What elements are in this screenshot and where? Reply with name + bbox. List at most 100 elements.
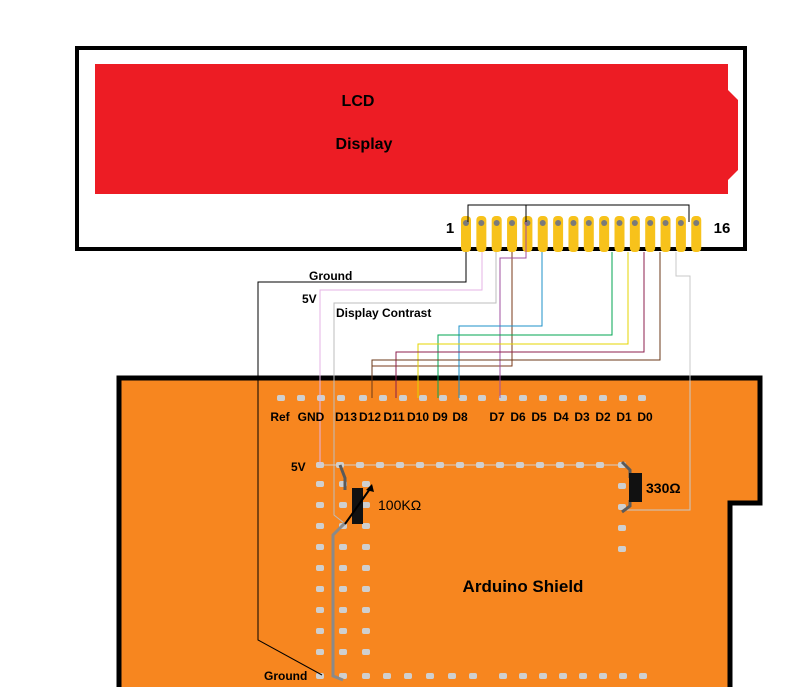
shield-hole bbox=[619, 673, 627, 679]
wire-d9 bbox=[437, 252, 613, 398]
shield-hole bbox=[362, 481, 370, 487]
wire-ground bbox=[257, 252, 467, 676]
lcd-pin-dot bbox=[693, 220, 700, 226]
wire-d7 bbox=[499, 252, 527, 398]
shield-header-label: D11 bbox=[383, 410, 405, 424]
shield-hole bbox=[316, 481, 324, 487]
shield-header-label: D10 bbox=[407, 410, 429, 424]
shield-hole bbox=[277, 395, 285, 401]
arduino-shield-board bbox=[116, 375, 763, 687]
shield-hole bbox=[316, 565, 324, 571]
shield-hole bbox=[519, 395, 527, 401]
lcd-pin-dot bbox=[585, 220, 592, 226]
lcd-pin-dot bbox=[616, 220, 623, 226]
lcd-title-line2: Display bbox=[336, 136, 393, 153]
shield-header-label: D12 bbox=[359, 410, 381, 424]
shield-header-label: D3 bbox=[574, 410, 590, 424]
wire-contrast bbox=[333, 252, 497, 524]
shield-hole bbox=[316, 649, 324, 655]
lcd-pin bbox=[660, 216, 671, 252]
shield-hole bbox=[316, 628, 324, 634]
lcd-pin bbox=[553, 216, 564, 252]
shield-hole bbox=[619, 395, 627, 401]
wire-5v bbox=[319, 252, 483, 465]
shield-hole bbox=[362, 544, 370, 550]
shield-hole bbox=[559, 395, 567, 401]
shield-hole bbox=[362, 523, 370, 529]
lcd-pin bbox=[537, 216, 548, 252]
potentiometer bbox=[344, 484, 374, 525]
wire-lcd-bridge bbox=[467, 204, 690, 222]
lcd-pin bbox=[675, 216, 686, 252]
shield-hole bbox=[339, 502, 347, 508]
shield-hole bbox=[478, 395, 486, 401]
shield-hole bbox=[362, 586, 370, 592]
shield-hole bbox=[339, 565, 347, 571]
shield-hole bbox=[316, 523, 324, 529]
lcd-title-line1: LCD bbox=[342, 93, 375, 110]
shield-hole bbox=[539, 395, 547, 401]
lcd-pin bbox=[629, 216, 640, 252]
lcd-pin-first-label: 1 bbox=[446, 220, 454, 237]
wire-d8 bbox=[458, 252, 543, 398]
shield-hole bbox=[618, 525, 626, 531]
shield-hole bbox=[359, 395, 367, 401]
wire-label-5v: 5V bbox=[302, 292, 317, 306]
shield-hole bbox=[316, 502, 324, 508]
lcd-pin-dot bbox=[509, 220, 516, 226]
lcd-pin bbox=[614, 216, 625, 252]
wire-label-ground: Ground bbox=[309, 269, 352, 283]
shield-header-label: D4 bbox=[553, 410, 569, 424]
resistor bbox=[629, 473, 642, 502]
shield-hole bbox=[316, 544, 324, 550]
shield-hole bbox=[519, 673, 527, 679]
shield-hole bbox=[439, 395, 447, 401]
shield-hole bbox=[404, 673, 412, 679]
lcd-pin bbox=[522, 216, 533, 252]
shield-hole bbox=[339, 544, 347, 550]
lcd-pin bbox=[476, 216, 487, 252]
shield-hole bbox=[618, 546, 626, 552]
lcd-pin bbox=[645, 216, 656, 252]
shield-header-label: GND bbox=[298, 410, 325, 424]
wire-pot-top bbox=[338, 464, 347, 490]
shield-hole bbox=[469, 673, 477, 679]
shield-hole bbox=[339, 628, 347, 634]
shield-header-label: D13 bbox=[335, 410, 357, 424]
lcd-pin bbox=[568, 216, 579, 252]
shield-header-label: D6 bbox=[510, 410, 526, 424]
shield-hole bbox=[383, 673, 391, 679]
shield-hole bbox=[297, 395, 305, 401]
wire-d11-data bbox=[395, 252, 645, 398]
lcd-pin bbox=[507, 216, 518, 252]
shield-hole bbox=[399, 395, 407, 401]
shield-hole bbox=[339, 586, 347, 592]
shield-5v-label: 5V bbox=[291, 460, 306, 474]
wire-led-anode bbox=[622, 252, 691, 511]
shield-hole bbox=[448, 673, 456, 679]
lcd-pin-dot bbox=[478, 220, 485, 226]
wire-group bbox=[257, 204, 691, 682]
shield-hole bbox=[339, 649, 347, 655]
shield-hole bbox=[362, 673, 370, 679]
wire-d12-data bbox=[371, 252, 661, 398]
shield-header-label: D0 bbox=[637, 410, 653, 424]
lcd-pin-dot bbox=[539, 220, 546, 226]
shield-hole bbox=[419, 395, 427, 401]
shield-hole bbox=[559, 673, 567, 679]
shield-hole bbox=[362, 607, 370, 613]
shield-hole bbox=[339, 673, 347, 679]
lcd-pin-dot bbox=[601, 220, 608, 226]
lcd-pin bbox=[599, 216, 610, 252]
shield-hole bbox=[499, 673, 507, 679]
shield-hole bbox=[337, 395, 345, 401]
lcd-pin bbox=[583, 216, 594, 252]
shield-header-label: D7 bbox=[489, 410, 505, 424]
shield-hole bbox=[539, 673, 547, 679]
lcd-screen bbox=[95, 64, 738, 194]
shield-hole bbox=[317, 395, 325, 401]
shield-hole bbox=[362, 628, 370, 634]
shield-header-label: D1 bbox=[616, 410, 632, 424]
lcd-pin-dot bbox=[677, 220, 684, 226]
shield-header-label: D5 bbox=[531, 410, 547, 424]
